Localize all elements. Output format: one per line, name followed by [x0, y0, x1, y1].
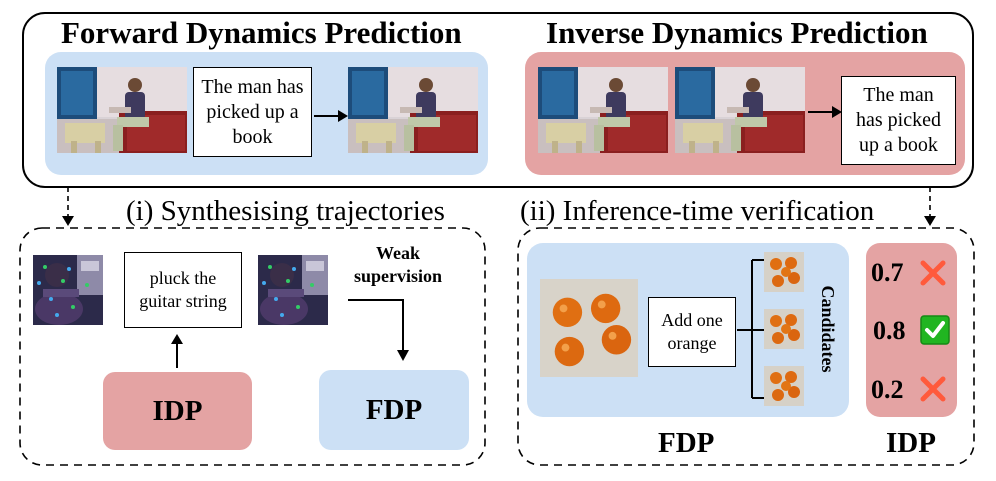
fdp-block: FDP — [319, 370, 469, 450]
cross-icon — [920, 260, 946, 286]
idp-block: IDP — [103, 372, 252, 450]
idp-title: Inverse Dynamics Prediction — [546, 15, 928, 50]
score-1-value: 0.7 — [871, 258, 904, 287]
candidate-image-2 — [764, 309, 804, 349]
fdp-caption-box: The man has picked up a book — [193, 67, 312, 157]
score-3-value: 0.2 — [871, 375, 904, 404]
idp-block-label: IDP — [152, 394, 203, 427]
fdp-title: Forward Dynamics Prediction — [61, 15, 462, 50]
verification-idp-label: IDP — [886, 427, 936, 459]
guitar-caption-box: pluck the guitar string — [124, 252, 242, 328]
candidates-label: Candidates — [818, 285, 838, 373]
verification-fdp-label: FDP — [658, 427, 715, 459]
candidate-image-1 — [764, 252, 804, 292]
score-2-value: 0.8 — [873, 316, 906, 345]
cross-icon — [920, 376, 946, 402]
candidate-image-3 — [764, 366, 804, 406]
section-verification: (ii) Inference-time verification — [520, 195, 875, 227]
check-icon — [920, 315, 950, 345]
fdp-arrow — [314, 110, 348, 122]
idp-caption-box: The man has picked up a book — [841, 76, 956, 165]
fdp-block-label: FDP — [365, 393, 423, 426]
section-synthesising: (i) Synthesising trajectories — [126, 195, 445, 227]
orange-caption-box: Add one orange — [648, 297, 736, 367]
weak-supervision-label: Weak supervision — [353, 243, 443, 286]
idp-arrow — [808, 106, 842, 118]
